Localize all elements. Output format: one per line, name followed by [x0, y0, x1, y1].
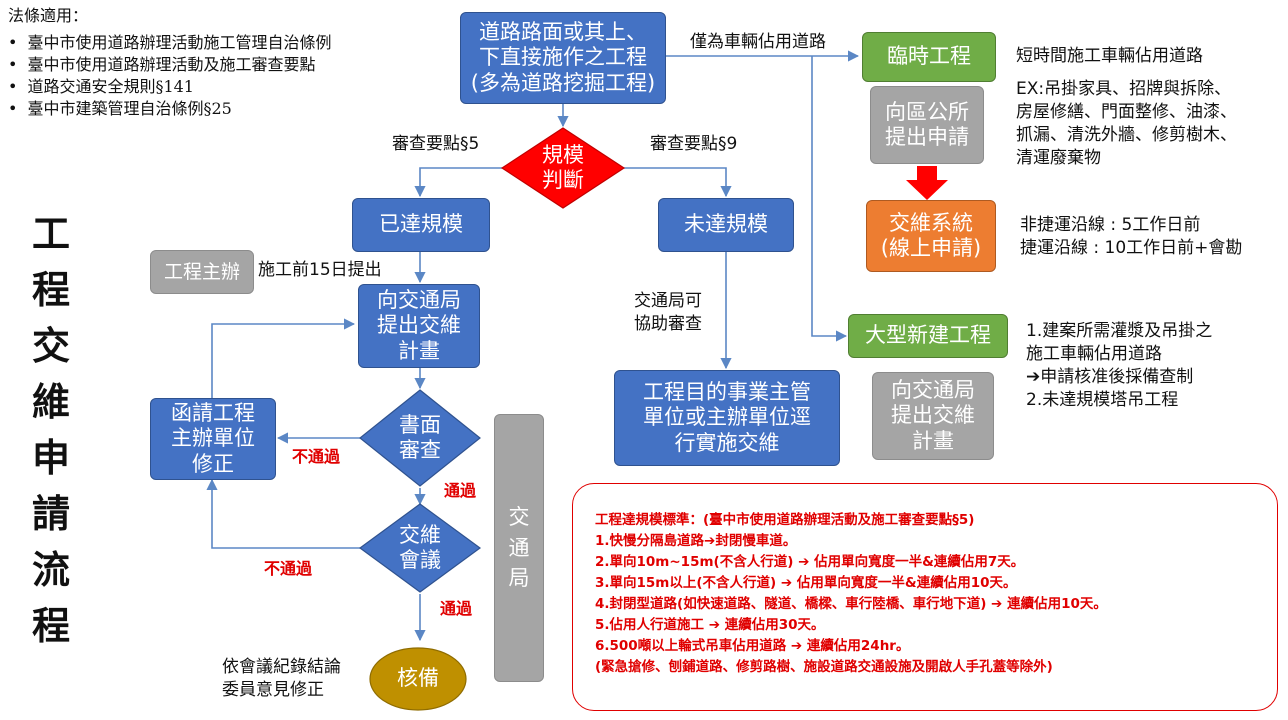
page-title: 工程交維申請流程	[26, 206, 76, 654]
label-large-desc: 1.建案所需灌漿及吊掛之 施工車輛佔用道路 ➔申請核准後採備查制 2.未達規模塔…	[1026, 321, 1213, 410]
engineer-org-node: 工程主辦	[150, 250, 254, 294]
laws-title: 法條適用：	[8, 6, 89, 25]
start-node: 道路路面或其上、 下直接施作之工程 (多為道路挖掘工程)	[460, 12, 666, 104]
arrow-meeting-to-fix	[206, 478, 360, 549]
approve-ellipse	[369, 647, 467, 711]
page-title-char: 交	[31, 324, 70, 368]
page-title-char: 請	[31, 492, 70, 536]
arrow-fix-to-submit	[211, 318, 356, 400]
standard-line: 4.封閉型道路(如快速道路、隧道、橋樑、車行陸橋、車行地下道) ➔ 連續佔用10…	[595, 596, 1107, 612]
not-reached-node: 未達規模	[658, 198, 794, 252]
arrow-to-large-work	[811, 56, 848, 342]
standard-line: 3.單向15m以上(不含人行道) ➔ 佔用單向寬度一半&連續佔用10天。	[595, 575, 1017, 591]
standards-box: 工程達規模標準：(臺中市使用道路辦理活動及施工審查要點§5) 1.快慢分隔島道路…	[572, 483, 1278, 711]
meeting-diamond	[358, 503, 482, 593]
label-bureau-assist: 交通局可 協助審查	[634, 291, 702, 334]
page-title-char: 維	[31, 380, 70, 424]
large-work-node: 大型新建工程	[848, 314, 1008, 358]
online-system-node: 交維系統 (線上申請)	[866, 200, 996, 272]
label-fail2: 不通過	[264, 559, 313, 578]
law-item: 臺中市使用道路辦理活動施工管理自治條例	[8, 32, 331, 54]
label-pass1: 通過	[444, 481, 477, 500]
standard-line: 2.單向10m~15m(不含人行道) ➔ 佔用單向寬度一半&連續佔用7天。	[595, 554, 1025, 570]
agency-impl-node: 工程目的事業主管 單位或主辦單位逕 行實施交維	[614, 370, 840, 466]
standard-line: 工程達規模標準：(臺中市使用道路辦理活動及施工審查要點§5)	[595, 512, 975, 528]
scale-decision-diamond	[500, 127, 626, 209]
written-review-diamond	[359, 389, 481, 487]
arrow-decision-to-reached	[414, 167, 502, 198]
law-item: 臺中市使用道路辦理活動及施工審查要點	[8, 54, 331, 76]
traffic-bureau-node: 交 通 局	[494, 414, 544, 682]
label-pass2: 通過	[440, 599, 473, 618]
label-fail1: 不通過	[292, 447, 341, 466]
red-down-arrow	[906, 166, 948, 200]
label-minutes: 依會議紀錄結論 委員意見修正	[222, 657, 341, 700]
standard-line: 6.500噸以上輪式吊車佔用道路 ➔ 連續佔用24hr。	[595, 638, 910, 654]
arrow-decision-to-not-reached	[624, 167, 732, 198]
label-temp-desc: 短時間施工車輛佔用道路	[1016, 46, 1203, 66]
standard-line: (緊急搶修、刨鋪道路、修剪路樹、施設道路交通設施及開啟人手孔蓋等除外)	[595, 659, 1053, 675]
law-item: 臺中市建築管理自治條例§25	[8, 98, 331, 120]
label-before15: 施工前15日提出	[258, 260, 382, 280]
fix-request-node: 函請工程 主辦單位 修正	[150, 398, 276, 480]
submit-plan-node: 向交通局 提出交維 計畫	[358, 284, 480, 368]
page-title-char: 程	[31, 604, 70, 648]
page-title-char: 申	[31, 436, 70, 480]
standard-line: 1.快慢分隔島道路➔封閉慢車道。	[595, 533, 797, 549]
label-review-s5: 審查要點§5	[392, 134, 480, 154]
label-review-s9: 審查要點§9	[650, 134, 738, 154]
submit-plan2-node: 向交通局 提出交維 計畫	[872, 372, 994, 460]
law-item: 道路交通安全規則§141	[8, 76, 331, 98]
laws-list: 臺中市使用道路辦理活動施工管理自治條例 臺中市使用道路辦理活動及施工審查要點 道…	[8, 32, 331, 120]
laws-block: 法條適用： 臺中市使用道路辦理活動施工管理自治條例 臺中市使用道路辦理活動及施工…	[8, 2, 331, 120]
district-office-node: 向區公所 提出申請	[870, 86, 984, 164]
page-title-char: 工	[31, 212, 70, 256]
reached-node: 已達規模	[352, 198, 490, 252]
label-days: 非捷運沿線 : 5工作日前 捷運沿線 : 10工作日前+會勘	[1020, 215, 1243, 258]
standard-line: 5.佔用人行道施工 ➔ 連續佔用30天。	[595, 617, 825, 633]
page-title-char: 流	[31, 548, 70, 592]
temp-work-node: 臨時工程	[862, 32, 996, 82]
label-vehicle-only: 僅為車輛佔用道路	[690, 32, 826, 52]
label-temp-ex: EX:吊掛家具、招牌與拆除、 房屋修繕、門面整修、油漆、 抓漏、清洗外牆、修剪樹…	[1016, 79, 1237, 168]
page-title-char: 程	[31, 268, 70, 312]
